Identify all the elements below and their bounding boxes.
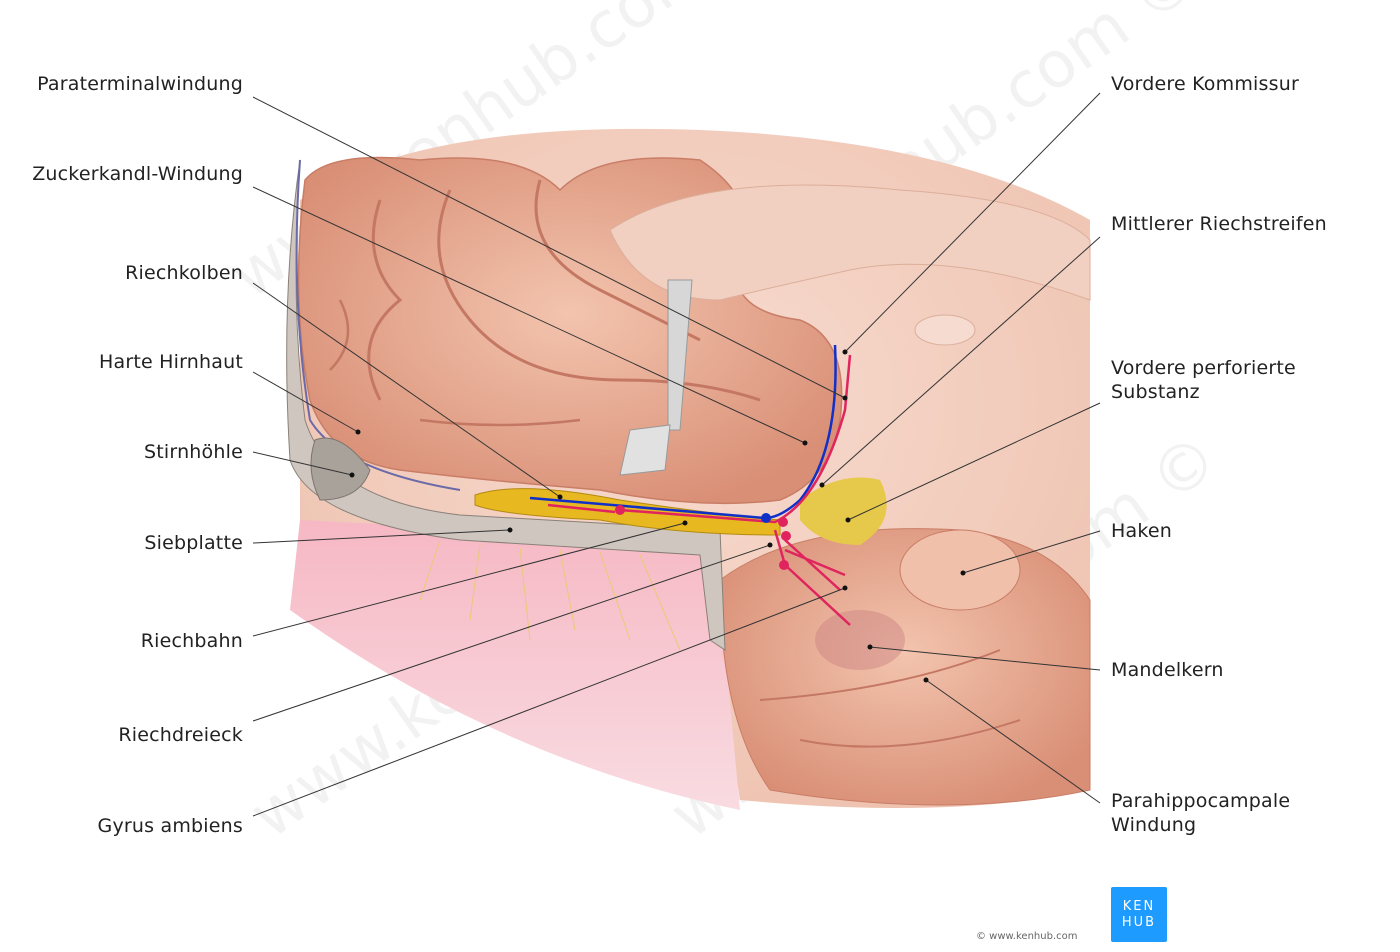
label-line-1: Parahippocampale — [1111, 790, 1291, 812]
label-haken: Haken — [1111, 520, 1172, 542]
label-zuckerkandl-windung: Zuckerkandl-Windung — [32, 163, 243, 185]
afferent-node — [615, 505, 625, 515]
efferent-pathway — [529, 344, 837, 520]
leader-lines — [252, 92, 1101, 817]
label-riechkolben: Riechkolben — [125, 262, 243, 284]
label-vordere-perforierte-substanz: Vordere perforierte Substanz — [1111, 356, 1296, 404]
label-siebplatte: Siebplatte — [144, 532, 243, 554]
label-parahippocampale-windung: Parahippocampale Windung — [1111, 789, 1290, 837]
label-mandelkern: Mandelkern — [1111, 659, 1224, 681]
label-vordere-kommissur: Vordere Kommissur — [1111, 73, 1299, 95]
corpus-callosum — [609, 184, 1091, 301]
dura-mater — [295, 159, 461, 491]
afferent-node — [778, 517, 788, 527]
kenhub-logo: KEN HUB — [1111, 887, 1167, 942]
logo-line-1: KEN — [1122, 898, 1156, 914]
sulcus — [437, 189, 761, 402]
label-line-2: Substanz — [1111, 381, 1200, 403]
leader-dots — [349, 349, 966, 683]
label-harte-hirnhaut: Harte Hirnhaut — [99, 351, 243, 373]
sulcus — [759, 649, 1021, 748]
uncus — [899, 529, 1021, 611]
efferent-node — [761, 513, 771, 523]
label-riechbahn: Riechbahn — [140, 630, 243, 652]
afferent-node — [781, 531, 791, 541]
retractor-blade — [619, 424, 671, 476]
amygdala — [815, 610, 905, 670]
perforated-substance — [800, 477, 887, 545]
label-paraterminalwindung: Paraterminalwindung — [37, 73, 243, 95]
label-line-1: Vordere perforierte — [1111, 357, 1296, 379]
label-gyrus-ambiens: Gyrus ambiens — [97, 815, 243, 837]
afferent-node — [779, 560, 789, 570]
label-mittlerer-riechstreifen: Mittlerer Riechstreifen — [1111, 213, 1327, 235]
label-stirnhoehle: Stirnhöhle — [144, 441, 243, 463]
anterior-commissure-region — [914, 314, 976, 346]
sulcus — [329, 299, 581, 427]
nasal-cavity — [290, 520, 740, 810]
olfactory-nerve-fibers — [419, 539, 681, 651]
label-line-2: Windung — [1111, 814, 1197, 836]
copyright-text: © www.kenhub.com — [976, 931, 1078, 942]
sulcus — [367, 199, 403, 401]
label-riechdreieck: Riechdreieck — [118, 724, 243, 746]
logo-line-2: HUB — [1121, 914, 1157, 930]
frontal-sinus — [310, 437, 371, 501]
